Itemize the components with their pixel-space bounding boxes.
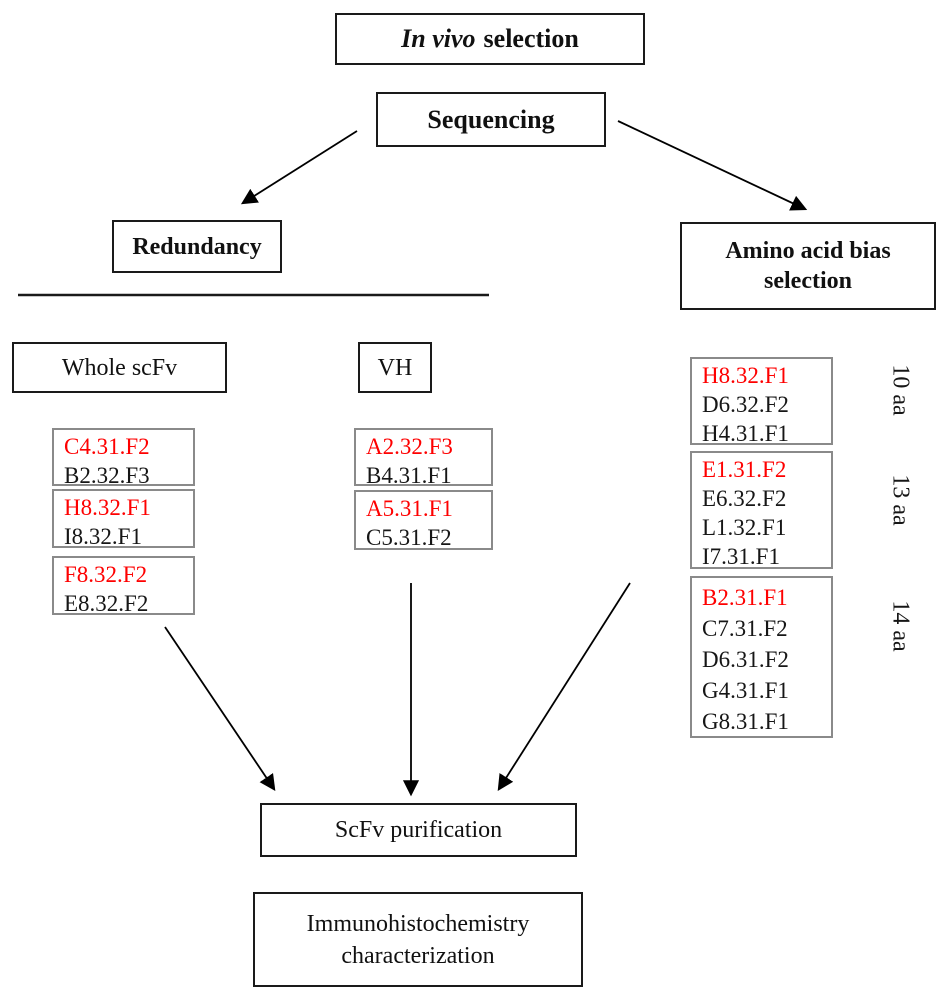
redundancy-label: Redundancy <box>132 233 262 260</box>
clone-entry: C4.31.F2 <box>64 434 150 459</box>
clone-entry: C5.31.F2 <box>366 525 452 550</box>
clone-box-wholescfv-1: C4.31.F2 B2.32.F3 <box>52 428 195 488</box>
clone-entry: B2.32.F3 <box>64 463 150 488</box>
clone-entry: D6.31.F2 <box>702 647 789 672</box>
clone-box-wholescfv-2: H8.32.F1 I8.32.F1 <box>52 489 195 549</box>
aa-label-14: 14 aa <box>887 600 914 652</box>
clone-box-wholescfv-3: F8.32.F2 E8.32.F2 <box>52 556 195 616</box>
clone-entry: A2.32.F3 <box>366 434 453 459</box>
in-vivo-rest-text: selection <box>483 24 579 53</box>
in-vivo-italic-text: In vivo <box>401 24 476 53</box>
clone-entry: E6.32.F2 <box>702 486 787 511</box>
scfv-purification-label: ScFv purification <box>334 817 503 843</box>
ihc-line2: characterization <box>341 942 495 969</box>
clone-entry: B4.31.F1 <box>366 463 452 488</box>
clone-entry: B2.31.F1 <box>702 585 788 610</box>
clone-entry: D6.32.F2 <box>702 392 789 417</box>
node-immunohistochemistry-characterization: Immunohistochemistry characterization <box>253 892 583 987</box>
clone-entry: L1.32.F1 <box>702 515 787 540</box>
clone-box-aminobias-14aa: B2.31.F1 C7.31.F2 D6.31.F2 G4.31.F1 G8.3… <box>690 576 833 738</box>
clone-entry: C7.31.F2 <box>702 616 788 641</box>
clone-entry: H4.31.F1 <box>702 421 789 446</box>
clone-box-aminobias-13aa: E1.31.F2 E6.32.F2 L1.32.F1 I7.31.F1 <box>690 451 833 569</box>
vh-label: VH <box>377 354 413 381</box>
node-vh: VH <box>358 342 432 393</box>
clone-box-vh-1: A2.32.F3 B4.31.F1 <box>354 428 493 488</box>
clone-entry: E8.32.F2 <box>64 591 149 616</box>
whole-scfv-label: Whole scFv <box>61 354 178 381</box>
node-redundancy: Redundancy <box>112 220 282 273</box>
amino-bias-line2: selection <box>764 268 852 294</box>
clone-entry: I8.32.F1 <box>64 524 142 549</box>
clone-entry: H8.32.F1 <box>64 495 151 520</box>
arrow-sequencing-to-amino-bias <box>617 120 808 211</box>
amino-bias-line1: Amino acid bias <box>725 238 891 264</box>
arrow-wholescfv-to-purification <box>164 626 276 792</box>
sequencing-label: Sequencing <box>427 104 555 134</box>
aa-label-13: 13 aa <box>887 474 914 526</box>
clone-entry: A5.31.F1 <box>366 496 453 521</box>
node-scfv-purification: ScFv purification <box>260 803 577 857</box>
clone-box-vh-2: A5.31.F1 C5.31.F2 <box>354 490 493 550</box>
clone-entry: F8.32.F2 <box>64 562 148 587</box>
clone-entry: E1.31.F2 <box>702 457 787 482</box>
node-amino-acid-bias-selection: Amino acid bias selection <box>680 222 936 310</box>
node-whole-scfv: Whole scFv <box>12 342 227 393</box>
clone-box-aminobias-10aa: H8.32.F1 D6.32.F2 H4.31.F1 <box>690 357 833 446</box>
node-sequencing: Sequencing <box>376 92 606 147</box>
clone-entry: G8.31.F1 <box>702 709 789 734</box>
arrow-aminobias-to-purification <box>497 582 631 792</box>
clone-entry: H8.32.F1 <box>702 363 789 388</box>
arrow-sequencing-to-redundancy <box>240 130 358 205</box>
clone-entry: G4.31.F1 <box>702 678 789 703</box>
aa-label-10: 10 aa <box>887 364 914 416</box>
ihc-line1: Immunohistochemistry <box>306 910 530 937</box>
clone-entry: I7.31.F1 <box>702 544 780 569</box>
